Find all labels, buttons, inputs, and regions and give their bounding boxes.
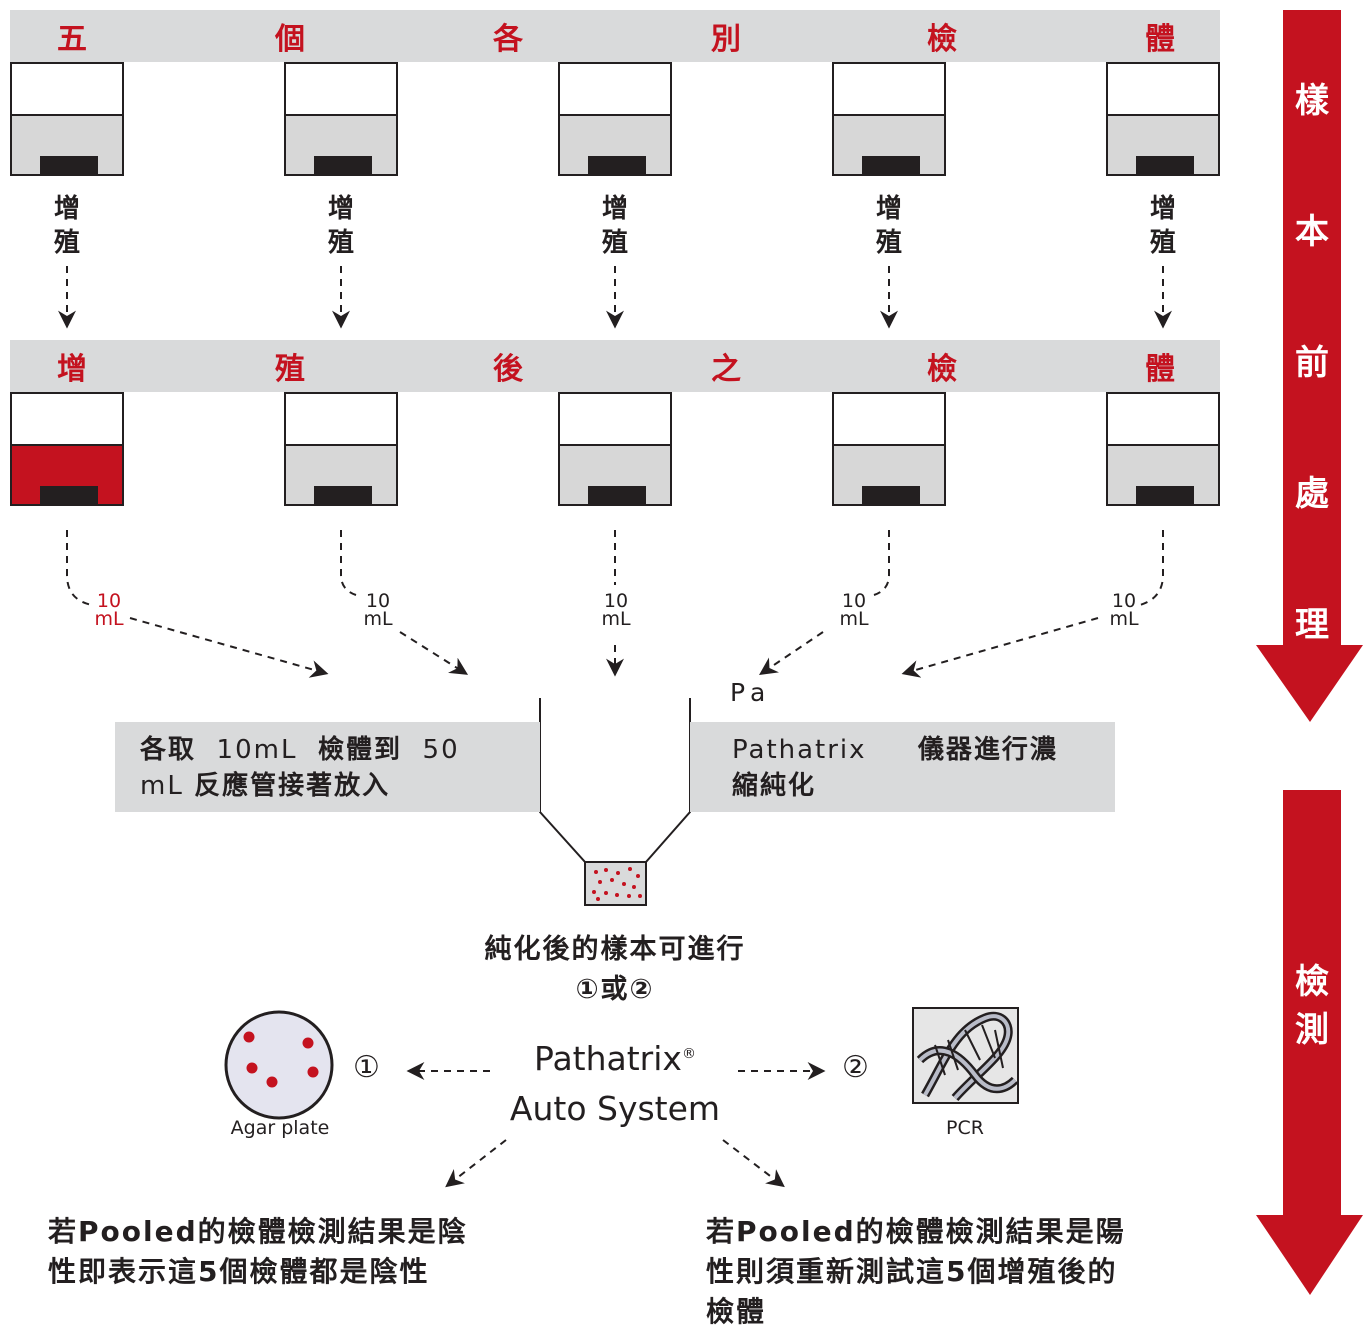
enrich-label: 增殖 xyxy=(53,194,80,258)
transfer-arrow xyxy=(873,530,890,596)
option2-marker: ② xyxy=(842,1050,869,1085)
mid-band: 增 殖 後 之 檢 體 xyxy=(10,340,1220,392)
instruction-left: 各取 10mL 檢體到 50 mL 反應管接著放入 xyxy=(115,722,540,812)
sample-tube xyxy=(284,62,398,176)
mid-band-char: 之 xyxy=(711,352,741,387)
system-name: Pathatrix® Auto System xyxy=(509,1039,721,1128)
transfer-arrow xyxy=(759,631,824,676)
mid-band-char: 檢 xyxy=(927,352,957,387)
positive-arrow xyxy=(722,1139,785,1188)
enriched-tube xyxy=(284,392,398,506)
enriched-tube xyxy=(832,392,946,506)
negative-result: 若Pooled的檢體檢測結果是陰 性即表示這5個檢體都是陰性 xyxy=(48,1215,468,1288)
top-band-char: 五 xyxy=(57,22,87,57)
sample-tube xyxy=(10,62,124,176)
enrich-label: 增殖 xyxy=(1149,194,1176,258)
mid-band-char: 後 xyxy=(493,352,523,387)
transfer-arrow xyxy=(340,530,357,596)
sample-tube xyxy=(1106,62,1220,176)
agar-plate-label: Agar plate xyxy=(230,1117,330,1139)
pcr-label: PCR xyxy=(946,1117,984,1139)
sample-tube xyxy=(832,62,946,176)
top-band: 五 個 各 別 檢 體 xyxy=(10,10,1220,62)
side-label-pre: 樣 本 前 處 理 xyxy=(1295,81,1329,645)
bacteria-dots xyxy=(592,867,642,901)
sample-tube xyxy=(558,62,672,176)
purified-sample xyxy=(586,863,645,904)
enrich-label: 增殖 xyxy=(327,194,354,258)
enrich-label: 增殖 xyxy=(875,194,902,258)
enriched-tube xyxy=(558,392,672,506)
dna-icon xyxy=(912,1007,1019,1104)
option1-marker: ① xyxy=(353,1050,380,1085)
instruction-right: Pathatrix 儀器進行濃 縮純化 xyxy=(690,722,1115,812)
enriched-tube-positive xyxy=(10,392,124,506)
top-band-char: 體 xyxy=(1145,22,1175,57)
negative-arrow xyxy=(445,1139,507,1188)
top-band-char: 別 xyxy=(711,22,741,57)
top-band-char: 個 xyxy=(275,22,305,57)
enriched-tube xyxy=(1106,392,1220,506)
top-band-char: 各 xyxy=(493,22,523,57)
pa-label: Pa xyxy=(730,678,772,707)
transfer-arrow xyxy=(399,631,469,675)
mid-band-char: 殖 xyxy=(275,352,305,387)
side-label-detect: 檢 測 xyxy=(1295,962,1329,1050)
mid-band-char: 體 xyxy=(1145,352,1175,387)
positive-result: 若Pooled的檢體檢測結果是陽 性則須重新測試這5個增殖後的 檢體 xyxy=(706,1215,1126,1328)
enrich-label: 增殖 xyxy=(601,194,628,258)
agar-plate-icon xyxy=(224,1010,334,1120)
reaction-tube xyxy=(539,698,691,906)
top-band-char: 檢 xyxy=(927,22,957,57)
mid-band-char: 增 xyxy=(57,352,87,387)
transfer-arrow xyxy=(901,617,1099,678)
transfer-arrow xyxy=(129,617,329,678)
purified-caption: 純化後的樣本可進行 ①或② xyxy=(484,934,746,1005)
